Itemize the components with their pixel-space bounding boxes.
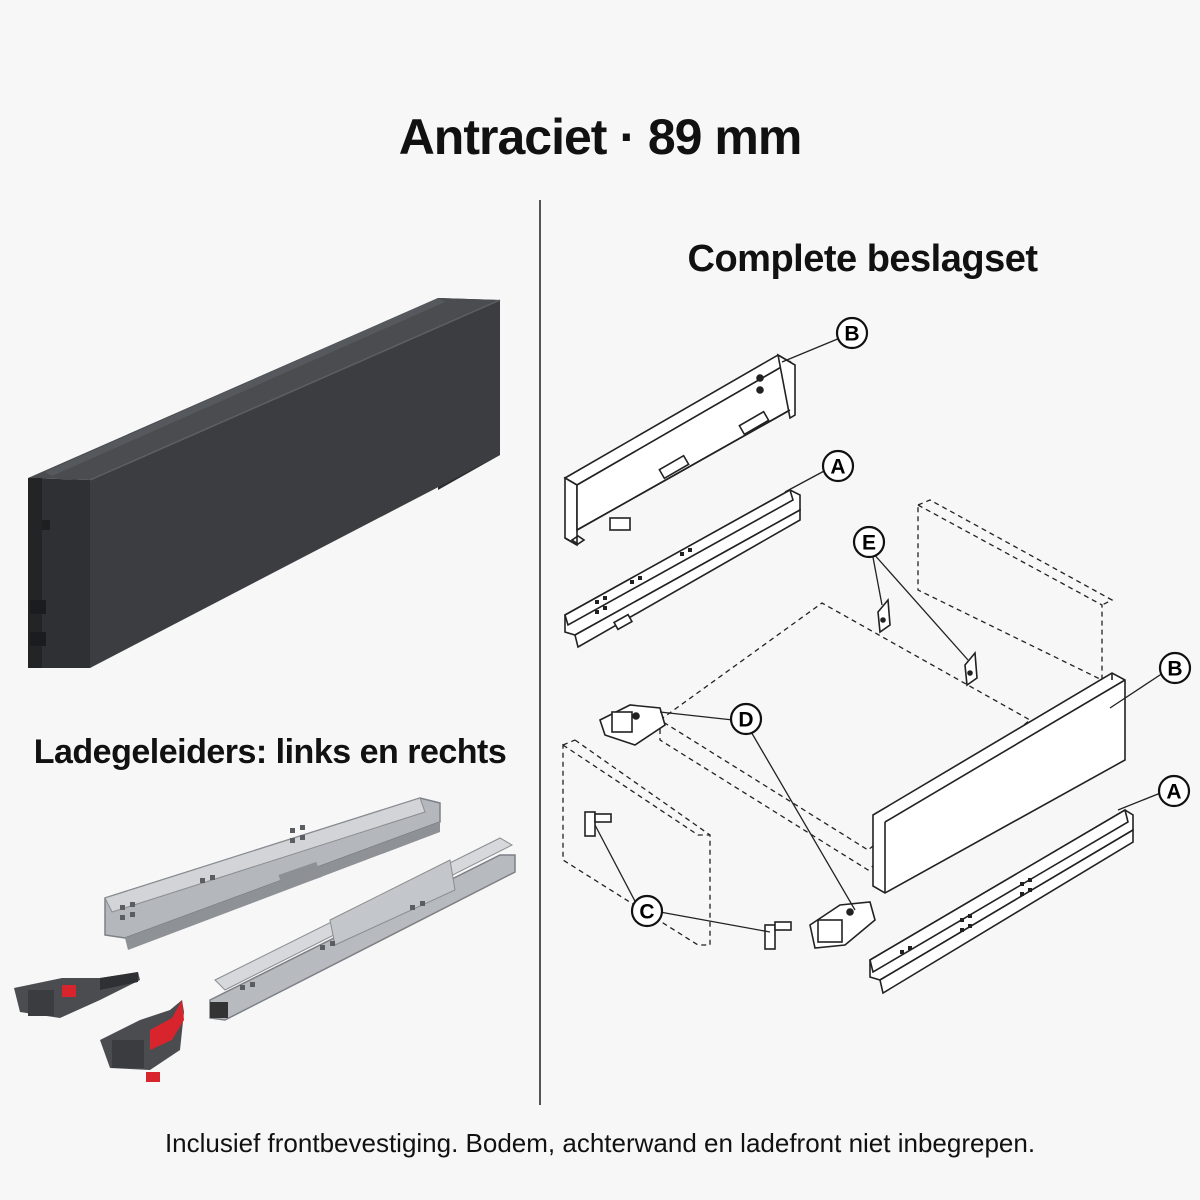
label-d: D — [729, 702, 763, 736]
label-a-top: A — [821, 449, 855, 483]
front-fixing-d-1 — [599, 704, 666, 746]
runners-photo — [14, 797, 516, 1082]
bracket-c-2 — [764, 921, 792, 950]
back-panel-outline — [917, 499, 1114, 682]
label-e: E — [852, 525, 886, 559]
front-clip-left — [14, 972, 140, 1018]
vertical-divider — [539, 200, 541, 1105]
runners-heading: Ladegeleiders: links en rechts — [33, 733, 507, 771]
anthracite-side-panel-image — [28, 298, 501, 668]
hardware-set-heading: Complete beslagset — [687, 238, 1039, 280]
leader-lines — [594, 337, 1164, 933]
runner-a-top — [564, 488, 801, 649]
svg-text:B: B — [1167, 658, 1182, 681]
label-c: C — [630, 894, 664, 928]
front-panel-outline — [562, 739, 711, 946]
front-clip-right — [100, 1000, 184, 1082]
bracket-c-1 — [584, 811, 612, 837]
bracket-e-1 — [877, 597, 891, 634]
bracket-e-2 — [964, 650, 978, 687]
exploded-diagram — [562, 337, 1164, 995]
runner-a-right — [869, 808, 1134, 995]
svg-text:D: D — [738, 709, 753, 732]
svg-text:E: E — [862, 532, 876, 555]
svg-text:A: A — [1166, 781, 1181, 804]
label-b-top: B — [835, 316, 869, 350]
front-fixing-d-2 — [809, 901, 876, 949]
side-panel-b-top — [563, 353, 796, 547]
svg-text:A: A — [830, 456, 845, 479]
footer-note: Inclusief frontbevestiging. Bodem, achte… — [164, 1128, 1036, 1158]
side-panel-b-right — [872, 672, 1126, 894]
label-a-right: A — [1157, 774, 1191, 808]
label-b-right: B — [1158, 651, 1192, 685]
page-title: Antraciet · 89 mm — [398, 109, 803, 165]
part-labels: B A E B D A C — [630, 316, 1192, 928]
svg-text:B: B — [844, 323, 859, 346]
svg-text:C: C — [639, 901, 654, 924]
